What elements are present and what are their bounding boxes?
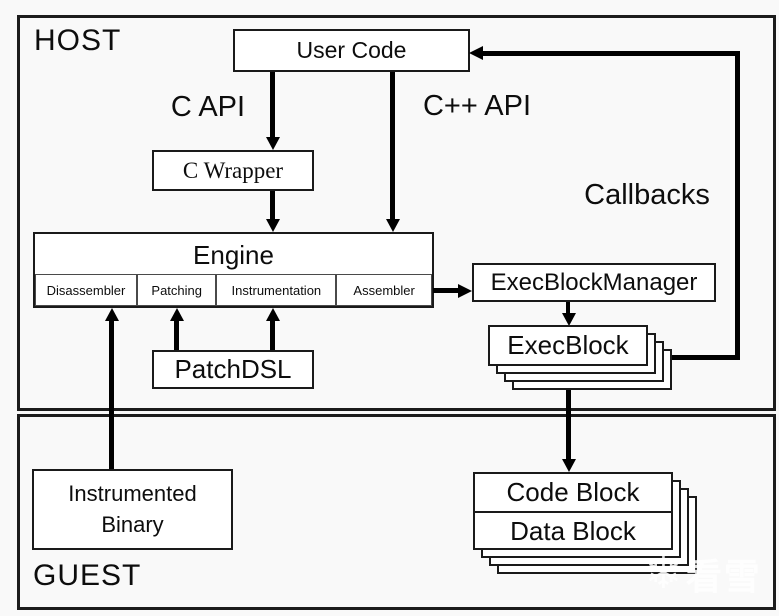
patchdsl-instrumentation-edge-line xyxy=(270,320,275,350)
cpp-api-edge-label: C++ API xyxy=(422,90,531,122)
c-api-edge-label: C API xyxy=(170,91,246,123)
instrumented-binary-node: Instrumented Binary xyxy=(32,469,233,550)
host-region-box xyxy=(17,15,776,411)
c-api-edge-line xyxy=(270,72,275,138)
host-region-label: HOST xyxy=(34,24,122,57)
patchdsl-instrumentation-arrowhead-icon xyxy=(266,308,280,321)
execblock-codeblock-arrowhead-icon xyxy=(562,459,576,472)
cpp-api-arrowhead-icon xyxy=(386,219,400,232)
execblock-codeblock-edge-line xyxy=(566,390,571,460)
cpp-api-edge-line xyxy=(390,72,395,220)
callbacks-edge-label: Callbacks xyxy=(584,179,710,211)
execblockmanager-node: ExecBlockManager xyxy=(472,263,716,302)
execblock-node: ExecBlock xyxy=(488,325,648,366)
callbacks-edge-segment-from-execblock xyxy=(640,355,740,360)
cwrapper-engine-arrowhead-icon xyxy=(266,219,280,232)
patchdsl-node: PatchDSL xyxy=(152,350,314,389)
engine-cell-patching: Patching xyxy=(137,274,217,306)
engine-cell-instrumentation: Instrumentation xyxy=(216,274,337,306)
callbacks-edge-segment-top xyxy=(482,51,736,56)
code-data-block-node: Code Block Data Block xyxy=(473,472,673,550)
patchdsl-patching-edge-line xyxy=(174,320,179,350)
guest-region-box xyxy=(17,414,776,610)
guest-region-label: GUEST xyxy=(33,559,142,592)
binary-disassembler-arrowhead-icon xyxy=(105,308,119,321)
engine-components-row: Disassembler Patching Instrumentation As… xyxy=(35,274,432,306)
ebm-execblock-edge-line xyxy=(566,302,570,316)
callbacks-arrowhead-icon xyxy=(469,46,483,60)
data-block-cell: Data Block xyxy=(475,511,671,550)
c-api-arrowhead-icon xyxy=(266,137,280,150)
engine-cell-assembler: Assembler xyxy=(336,274,432,306)
callbacks-edge-segment-vertical xyxy=(735,51,740,360)
ebm-execblock-arrowhead-icon xyxy=(562,313,576,326)
user-code-node: User Code xyxy=(233,29,470,72)
c-wrapper-node: C Wrapper xyxy=(152,150,314,191)
code-block-cell: Code Block xyxy=(506,477,640,507)
cwrapper-engine-edge-line xyxy=(270,191,275,220)
patchdsl-patching-arrowhead-icon xyxy=(170,308,184,321)
engine-node-title: Engine xyxy=(193,239,274,270)
engine-ebm-edge-line xyxy=(433,288,460,293)
engine-ebm-arrowhead-icon xyxy=(458,284,472,298)
engine-cell-disassembler: Disassembler xyxy=(35,274,138,306)
engine-node: Engine Disassembler Patching Instrumenta… xyxy=(33,232,434,308)
binary-disassembler-edge-line xyxy=(109,320,114,469)
